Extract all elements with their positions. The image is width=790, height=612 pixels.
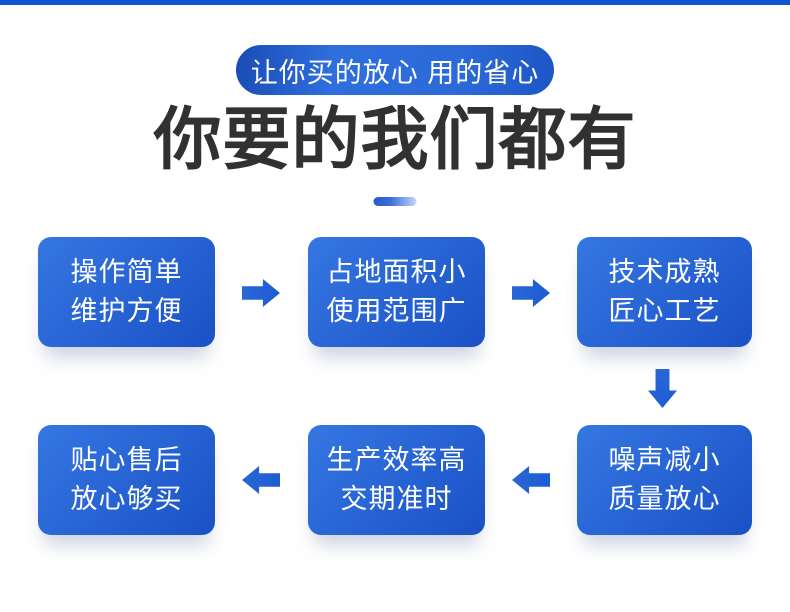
feature-line: 匠心工艺 bbox=[608, 296, 721, 326]
feature-line: 交期准时 bbox=[340, 484, 453, 514]
feature-line: 维护方便 bbox=[70, 296, 183, 326]
arrow-right-icon bbox=[512, 279, 550, 307]
feature-box-aftersale: 贴心售后 放心够买 bbox=[38, 425, 215, 535]
feature-line: 放心够买 bbox=[70, 484, 183, 514]
feature-box-noise: 噪声减小 质量放心 bbox=[577, 425, 752, 535]
promo-badge: 让你买的放心 用的省心 bbox=[236, 45, 554, 95]
title-underline-dash bbox=[373, 197, 417, 206]
arrow-left-icon bbox=[512, 466, 550, 494]
feature-line: 使用范围广 bbox=[326, 296, 467, 326]
feature-box-technology: 技术成熟 匠心工艺 bbox=[577, 237, 752, 347]
top-accent-bar bbox=[0, 0, 790, 5]
feature-box-footprint: 占地面积小 使用范围广 bbox=[308, 237, 485, 347]
feature-box-operation: 操作简单 维护方便 bbox=[38, 237, 215, 347]
arrow-left-icon bbox=[242, 466, 280, 494]
page-title: 你要的我们都有 bbox=[153, 102, 637, 178]
feature-line: 占地面积小 bbox=[326, 257, 467, 287]
feature-line: 噪声减小 bbox=[608, 445, 721, 475]
arrow-right-icon bbox=[242, 279, 280, 307]
feature-line: 操作简单 bbox=[70, 257, 183, 287]
arrow-down-icon bbox=[648, 369, 677, 408]
feature-box-efficiency: 生产效率高 交期准时 bbox=[308, 425, 485, 535]
feature-line: 质量放心 bbox=[608, 484, 721, 514]
feature-line: 生产效率高 bbox=[326, 445, 467, 475]
feature-line: 贴心售后 bbox=[70, 445, 183, 475]
feature-line: 技术成熟 bbox=[608, 257, 721, 287]
promo-badge-label: 让你买的放心 用的省心 bbox=[250, 57, 540, 88]
